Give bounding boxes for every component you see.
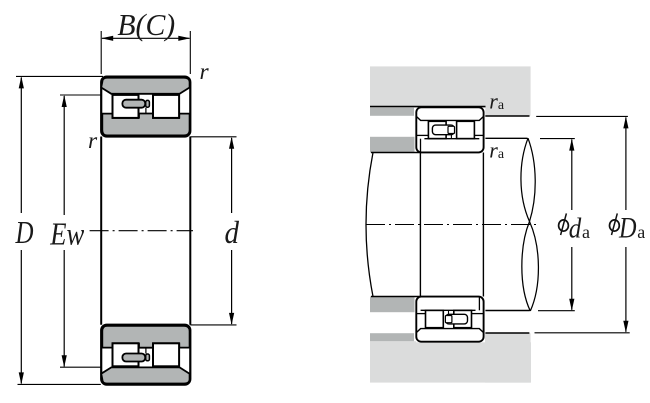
svg-text:d: d [569, 212, 582, 244]
svg-text:Ew: Ew [49, 216, 84, 252]
svg-text:r: r [200, 59, 210, 85]
svg-text:d: d [225, 214, 240, 250]
svg-text:a: a [582, 222, 590, 242]
svg-text:a: a [637, 222, 645, 242]
svg-text:ra: ra [489, 137, 505, 162]
svg-text:D: D [618, 211, 637, 244]
svg-text:r: r [88, 128, 98, 154]
svg-text:B(C): B(C) [117, 7, 175, 42]
svg-text:D: D [15, 214, 34, 250]
